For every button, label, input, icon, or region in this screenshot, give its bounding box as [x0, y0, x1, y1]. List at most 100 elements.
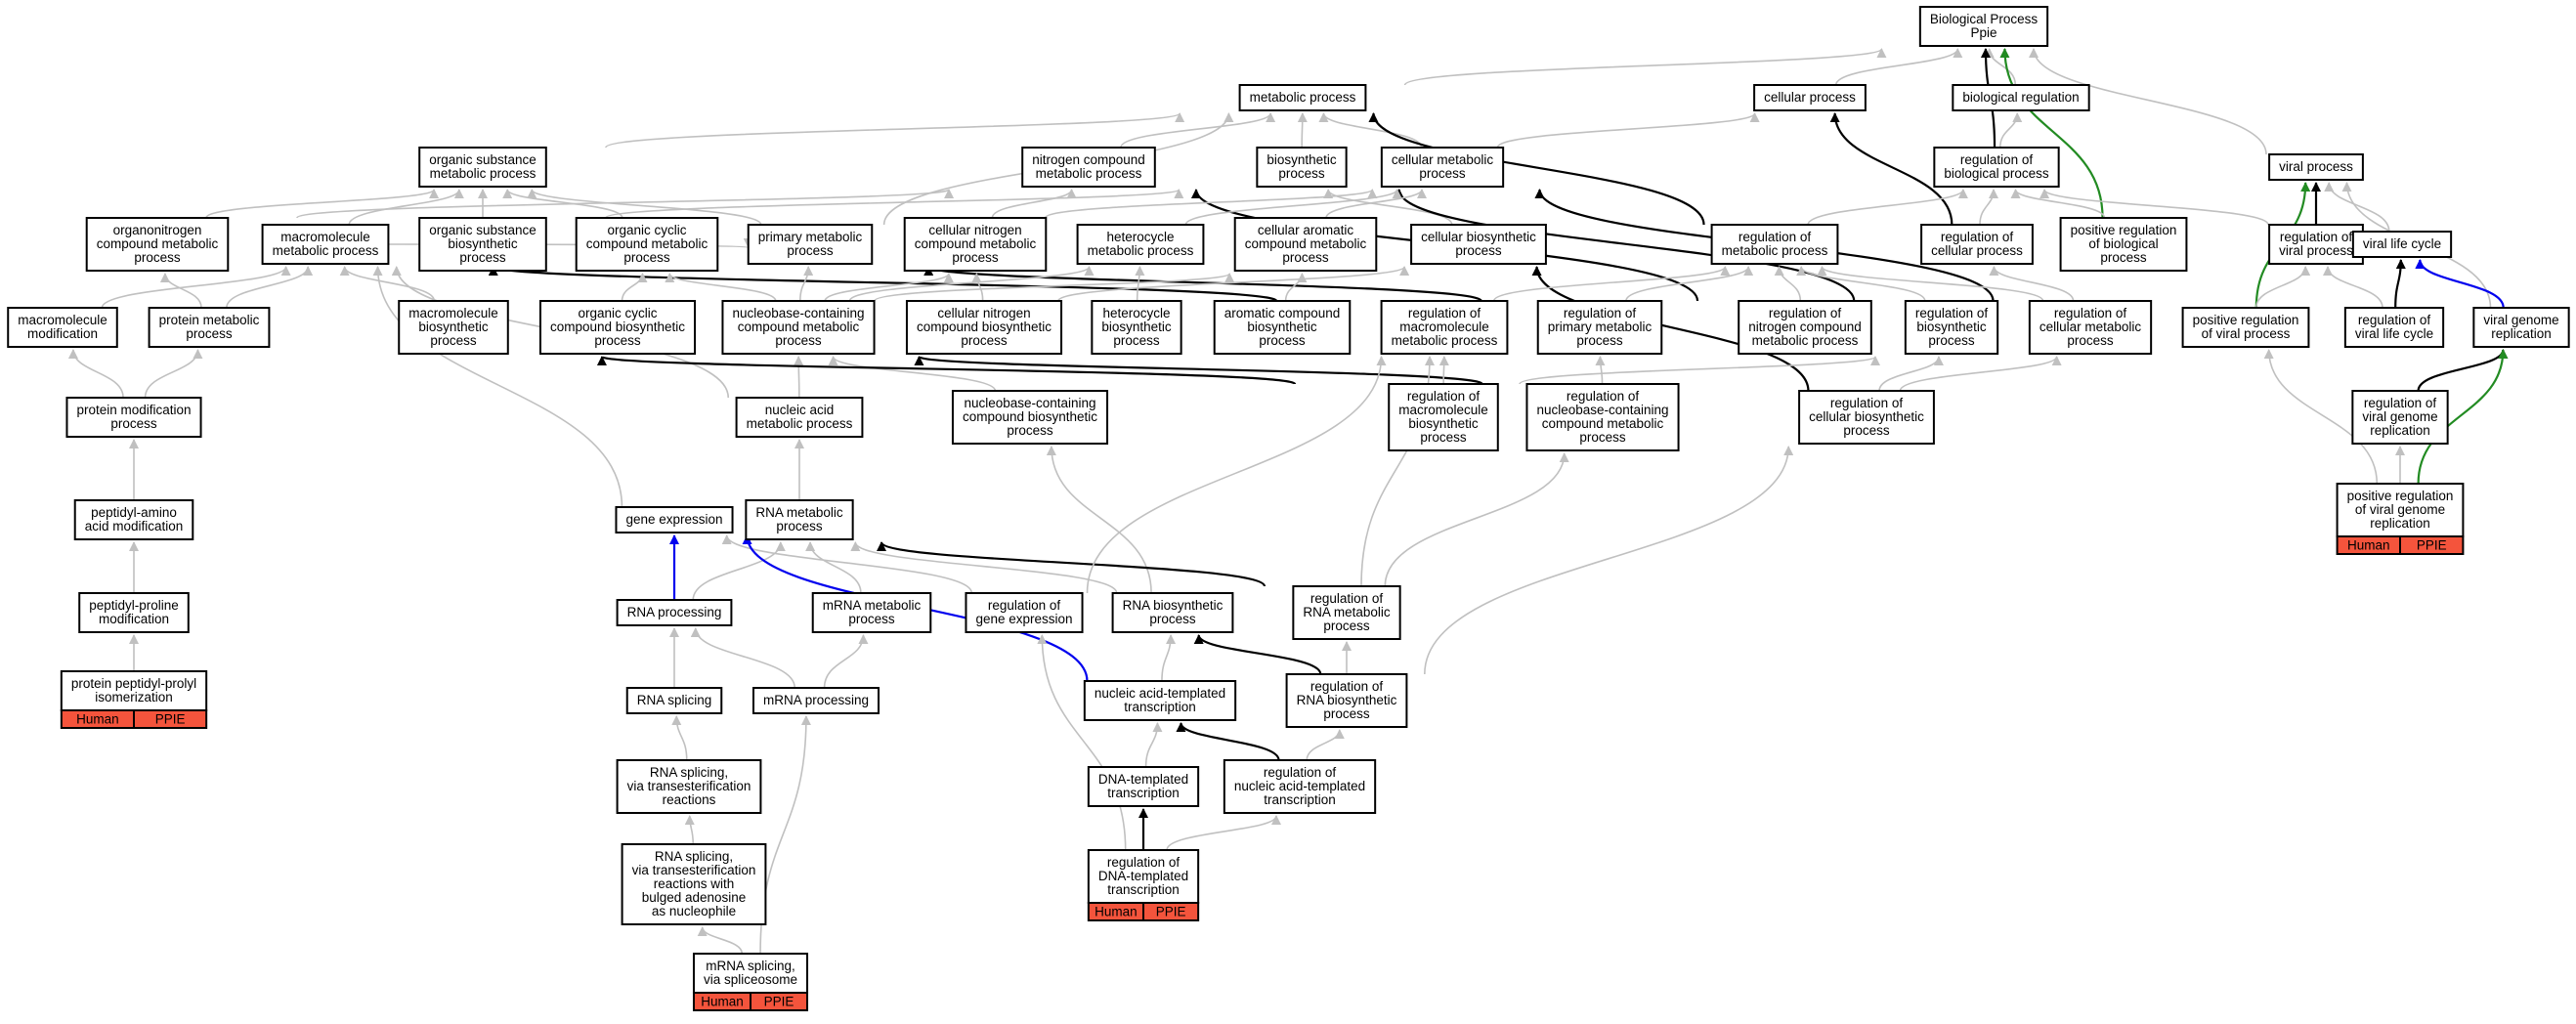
go-term-node-regmacrobio[interactable]: regulation ofmacromoleculebiosyntheticpr… [1388, 383, 1499, 451]
node-box [1111, 592, 1234, 633]
node-label-line: viral genome [2483, 313, 2558, 327]
go-term-node-cellular[interactable]: cellular process [1753, 84, 1867, 111]
go-term-node-geneexp[interactable]: gene expression [615, 506, 734, 533]
node-label-line: protein metabolic [159, 313, 260, 327]
node-label-line: organic substance [429, 223, 537, 237]
node-box [1285, 673, 1408, 728]
relation-edge-protmod-to-macromod [67, 349, 124, 399]
relation-edge-regviralgen-to-viralgen [2417, 349, 2509, 392]
go-term-node-rnaproc[interactable]: RNA processing [616, 599, 733, 626]
node-label-line: mRNA processing [763, 693, 869, 707]
node-label-line: process [2100, 250, 2147, 265]
node-label-line: process [952, 250, 999, 265]
node-label-line: RNA metabolic [1303, 605, 1391, 619]
go-term-node-rnasplicebulged[interactable]: RNA splicing,via transesterificationreac… [621, 843, 767, 925]
go-term-node-viral[interactable]: viral process [2268, 153, 2364, 181]
node-label-line: biosynthetic [1408, 416, 1479, 431]
node-label-line: metabolic process [1036, 166, 1142, 181]
node-box [621, 843, 767, 925]
node-label-line: DNA-templated [1098, 772, 1188, 787]
node-label-line: regulation of [1830, 396, 1904, 410]
go-term-node-mrnaproc[interactable]: mRNA processing [751, 687, 880, 714]
node-box [1076, 224, 1205, 265]
node-box [745, 499, 854, 540]
go-term-node-metabolic[interactable]: metabolic process [1238, 84, 1367, 111]
relation-edge-regnuctrans-to-regrnabio [1306, 729, 1345, 761]
go-term-node-regnucbase[interactable]: regulation ofnucleobase-containingcompou… [1525, 383, 1680, 451]
relation-edge-posregviral-to-regviral [2255, 266, 2311, 309]
go-term-node-protpep[interactable]: protein peptidyl-prolylisomerizationHuma… [60, 670, 208, 729]
node-box [751, 687, 880, 714]
node-label-line: RNA splicing, [650, 765, 728, 780]
go-term-node-virallife[interactable]: viral life cycle [2351, 231, 2453, 258]
node-box [1380, 147, 1505, 188]
node-box [747, 224, 874, 265]
relation-edge-regviral-to-regbio [2039, 189, 2269, 226]
go-term-node-bioreg[interactable]: biological regulation [1952, 84, 2090, 111]
go-term-node-rnasplicetrans[interactable]: RNA splicing,via transesterificationreac… [616, 759, 762, 814]
relation-edge-mrnasplice-to-rnasplicebulged [697, 926, 744, 955]
node-box [905, 300, 1063, 355]
go-term-node-regdnatrans[interactable]: regulation ofDNA-templatedtranscriptionH… [1087, 849, 1200, 921]
node-label-line: metabolic process [1250, 90, 1356, 105]
go-term-node-rnasplice[interactable]: RNA splicing [625, 687, 723, 714]
node-label-line: of viral process [2202, 326, 2291, 341]
node-label-line: viral life cycle [2363, 236, 2441, 251]
relation-edge-heterobio-to-hetero [1135, 266, 1145, 302]
node-label-line: regulation of [1941, 230, 2014, 244]
